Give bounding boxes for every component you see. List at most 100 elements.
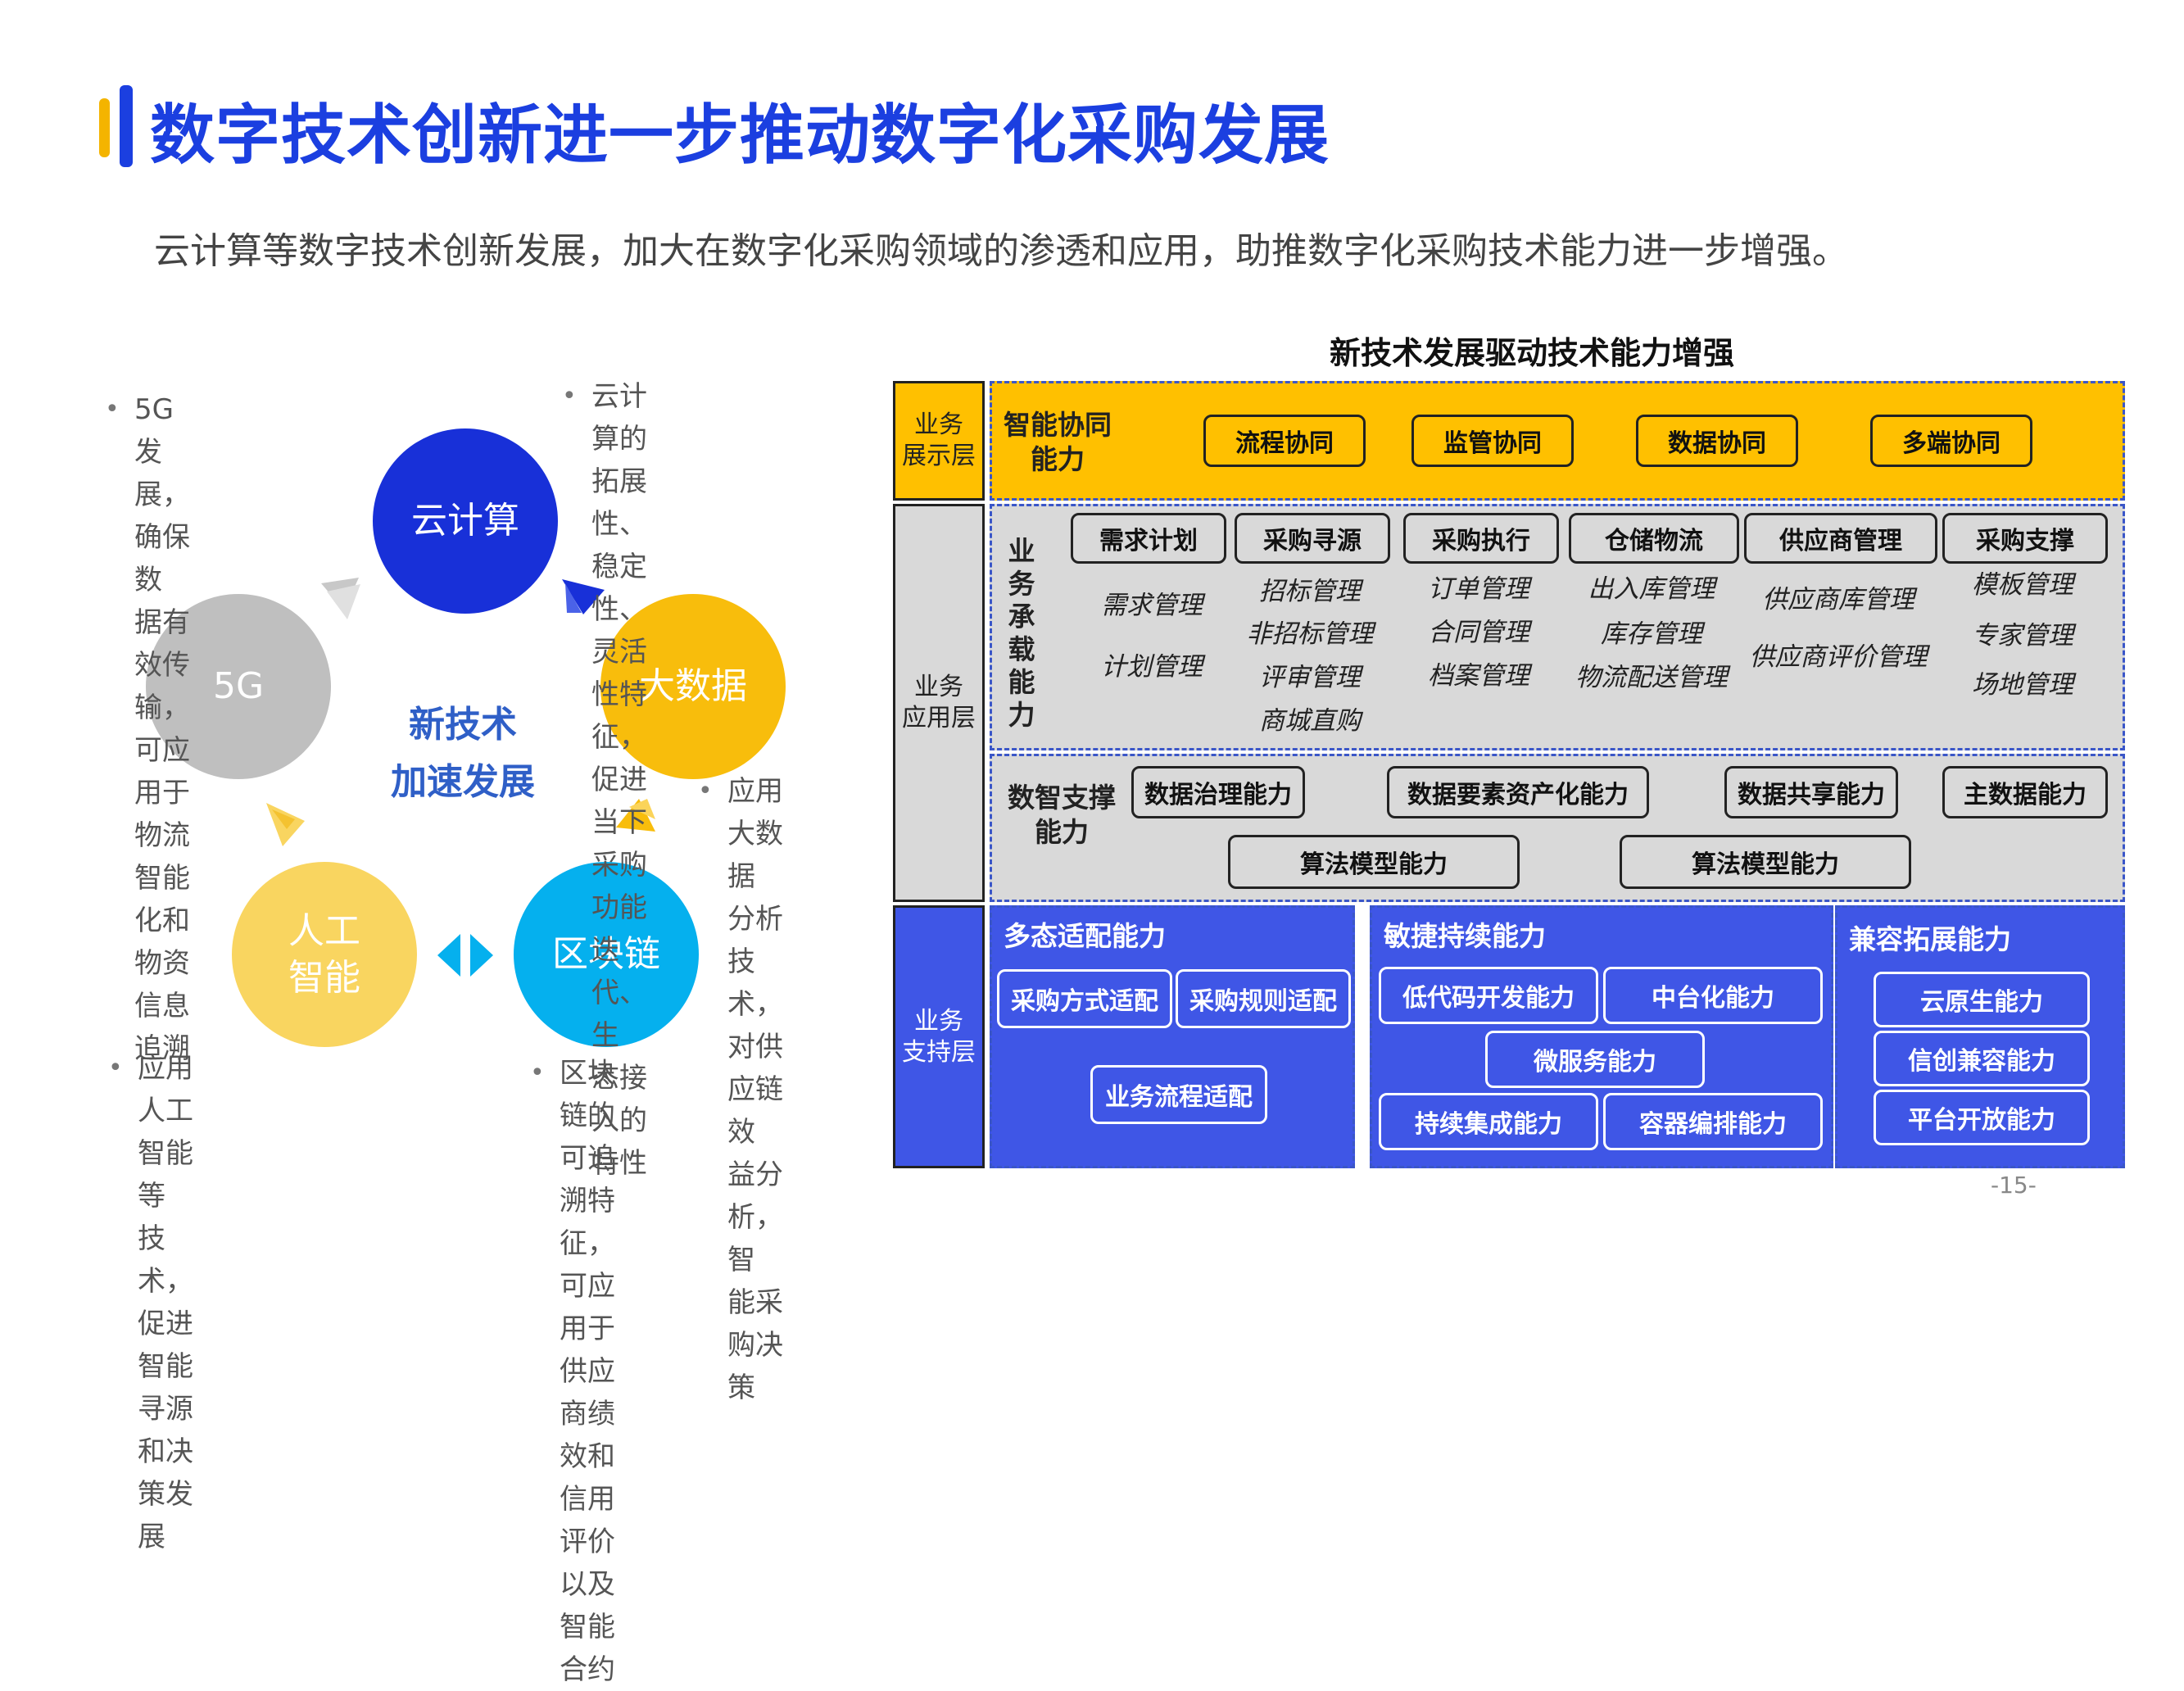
arrow-5g-cloud-b xyxy=(327,584,360,619)
pill-data-assetization: 数据要素资产化能力 xyxy=(1387,766,1649,818)
row-label-line: 数智支撑 xyxy=(1008,782,1116,814)
note-ai: • 应用人工智能等 技术，促进智能 寻源和决策发展 xyxy=(108,1047,193,1558)
support-section-multiform: 多态适配能力 采购方式适配 采购规则适配 业务流程适配 xyxy=(990,905,1355,1168)
note-line: 对供应链效 xyxy=(727,1031,783,1149)
title-accent-blue xyxy=(120,85,133,167)
center-caption-line1: 新技术 xyxy=(409,704,517,746)
title-accent-yellow xyxy=(99,98,110,157)
pill-supplier-mgmt: 供应商管理 xyxy=(1744,513,1937,564)
business-row: 业 务 承 载 能 力 需求计划 采购寻源 采购执行 仓储物流 供应商管理 采购… xyxy=(990,504,2125,750)
data-row-label: 数智支撑 能力 xyxy=(1000,781,1123,850)
page-subtitle: 云计算等数字技术创新发展，加大在数字化采购领域的渗透和应用，助推数字化采购技术能… xyxy=(154,230,1848,272)
note-blockchain: • 区块链的可追溯特征， 可应用于供应商绩效和 信用评价以及智能合约 xyxy=(530,1052,615,1691)
row-label-line: 智能协同 xyxy=(1004,409,1112,441)
pill-supervision-collab: 监管协同 xyxy=(1411,415,1574,467)
layer-label-display: 业务 展示层 xyxy=(893,381,985,501)
item-supplier-eval-mgmt: 供应商评价管理 xyxy=(1749,642,1928,672)
row-label-char: 能 xyxy=(1008,666,1035,698)
arrow-cloud-bigdata-b xyxy=(565,583,582,613)
item-template-mgmt: 模板管理 xyxy=(1972,570,2073,600)
arrow-ai-blockchain-right xyxy=(470,934,493,977)
blockchain-circle: 区块链 xyxy=(514,862,699,1047)
pill-business-process-adapt: 业务流程适配 xyxy=(1090,1065,1267,1124)
bullet: • xyxy=(562,382,577,410)
bullet: • xyxy=(530,1059,545,1087)
pill-execution: 采购执行 xyxy=(1403,513,1559,564)
layer-label-line: 业务 xyxy=(914,410,963,439)
display-row: 智能协同 能力 流程协同 监管协同 数据协同 多端协同 xyxy=(990,381,2125,501)
note-line: 应用人工智能等 xyxy=(138,1052,193,1213)
layer-label-line: 应用层 xyxy=(902,704,976,732)
note-line: 信用评价以及智能合约 xyxy=(560,1483,615,1686)
pill-algorithm-model-1: 算法模型能力 xyxy=(1228,835,1520,889)
pill-master-data: 主数据能力 xyxy=(1942,766,2108,818)
arrow-bigdata-blockchain-b xyxy=(629,799,655,819)
bigdata-label: 大数据 xyxy=(639,665,747,708)
center-caption-line2: 加速发展 xyxy=(391,761,535,803)
item-demand-mgmt: 需求管理 xyxy=(1101,591,1203,620)
note-5g: • 5G发展，确保数 据有效传输，可应 用于物流智能化和 物资信息追溯 xyxy=(105,388,190,1070)
item-venue-mgmt: 场地管理 xyxy=(1972,670,2073,700)
arrow-bigdata-blockchain xyxy=(616,799,655,832)
note-line: 态接入的特性 xyxy=(591,1062,647,1180)
layer-label-line: 支持层 xyxy=(902,1037,976,1067)
pill-data-sharing: 数据共享能力 xyxy=(1724,766,1898,818)
pill-sourcing: 采购寻源 xyxy=(1235,513,1390,564)
data-row: 数智支撑 能力 数据治理能力 数据要素资产化能力 数据共享能力 主数据能力 算法… xyxy=(990,754,2125,902)
center-caption: 新技术 加速发展 xyxy=(360,696,565,811)
support-section-compat: 兼容拓展能力 云原生能力 信创兼容能力 平台开放能力 xyxy=(1835,905,2125,1168)
note-line: 技术，促进智能 xyxy=(138,1222,193,1383)
item-mall-purchase: 商城直购 xyxy=(1259,706,1361,736)
note-line: 性、灵活性特征，促进 xyxy=(591,593,647,796)
pill-procurement-method-adapt: 采购方式适配 xyxy=(997,969,1172,1028)
pill-demand-plan: 需求计划 xyxy=(1071,513,1226,564)
layer-label-line: 展示层 xyxy=(902,442,976,470)
page-number: -15- xyxy=(1991,1172,2037,1199)
pill-platform-open: 平台开放能力 xyxy=(1874,1090,2090,1145)
note-line: 用于物流智能化和 xyxy=(134,777,190,937)
item-expert-mgmt: 专家管理 xyxy=(1972,621,2073,651)
pill-cloud-native: 云原生能力 xyxy=(1874,972,2090,1027)
business-row-label: 业 务 承 载 能 力 xyxy=(1005,535,1038,732)
bullet: • xyxy=(108,1054,123,1082)
page-title: 数字技术创新进一步推动数字化采购发展 xyxy=(150,97,1330,173)
fiveg-label: 5G xyxy=(212,665,265,708)
item-supplier-lib-mgmt: 供应商库管理 xyxy=(1762,585,1914,614)
pill-xinchuang-compat: 信创兼容能力 xyxy=(1874,1031,2090,1086)
support-section-title: 多态适配能力 xyxy=(1004,920,1166,952)
bullet: • xyxy=(105,395,120,424)
item-order-mgmt: 订单管理 xyxy=(1428,574,1529,604)
item-inventory-mgmt: 库存管理 xyxy=(1601,619,1702,649)
pill-continuous-integration: 持续集成能力 xyxy=(1379,1093,1598,1150)
note-line: 寻源和决策发展 xyxy=(138,1393,193,1553)
note-line: 应用大数据 xyxy=(727,775,783,893)
ai-circle: 人工 智能 xyxy=(232,862,417,1047)
item-plan-mgmt: 计划管理 xyxy=(1101,652,1203,682)
bullet: • xyxy=(698,777,713,805)
row-label-char: 业 xyxy=(1008,535,1035,567)
note-line: 分析技术， xyxy=(727,903,783,1021)
display-row-label: 智能协同 能力 xyxy=(1000,408,1115,477)
pill-procurement-rule-adapt: 采购规则适配 xyxy=(1176,969,1351,1028)
note-line: 云计算的拓展性、稳定 xyxy=(591,380,647,583)
cycle-arrows xyxy=(266,578,655,977)
pill-data-collab: 数据协同 xyxy=(1636,415,1798,467)
architecture-title: 新技术发展驱动技术能力增强 xyxy=(1329,335,1734,371)
pill-low-code: 低代码开发能力 xyxy=(1379,967,1598,1024)
item-review-mgmt: 评审管理 xyxy=(1259,663,1361,692)
note-bigdata: • 应用大数据 分析技术， 对供应链效 益分析，智 能采购决策 xyxy=(698,770,783,1409)
note-line: 益分析，智 xyxy=(727,1158,783,1276)
cloud-label: 云计算 xyxy=(411,500,519,542)
fiveg-circle: 5G xyxy=(146,594,331,779)
support-section-agile: 敏捷持续能力 低代码开发能力 中台化能力 微服务能力 持续集成能力 容器编排能力 xyxy=(1370,905,1833,1168)
arrow-ai-5g-b xyxy=(272,809,295,829)
support-section-title: 敏捷持续能力 xyxy=(1384,920,1546,952)
item-non-tender-mgmt: 非招标管理 xyxy=(1246,619,1374,649)
blockchain-label: 区块链 xyxy=(552,933,660,976)
note-line: 可应用于供应商绩效和 xyxy=(560,1270,615,1473)
item-inout-mgmt: 出入库管理 xyxy=(1588,574,1715,604)
layer-label-support: 业务 支持层 xyxy=(893,905,985,1168)
note-line: 5G发展，确保数 xyxy=(134,393,190,596)
pill-data-governance: 数据治理能力 xyxy=(1131,766,1305,818)
note-line: 能采购决策 xyxy=(727,1286,783,1404)
